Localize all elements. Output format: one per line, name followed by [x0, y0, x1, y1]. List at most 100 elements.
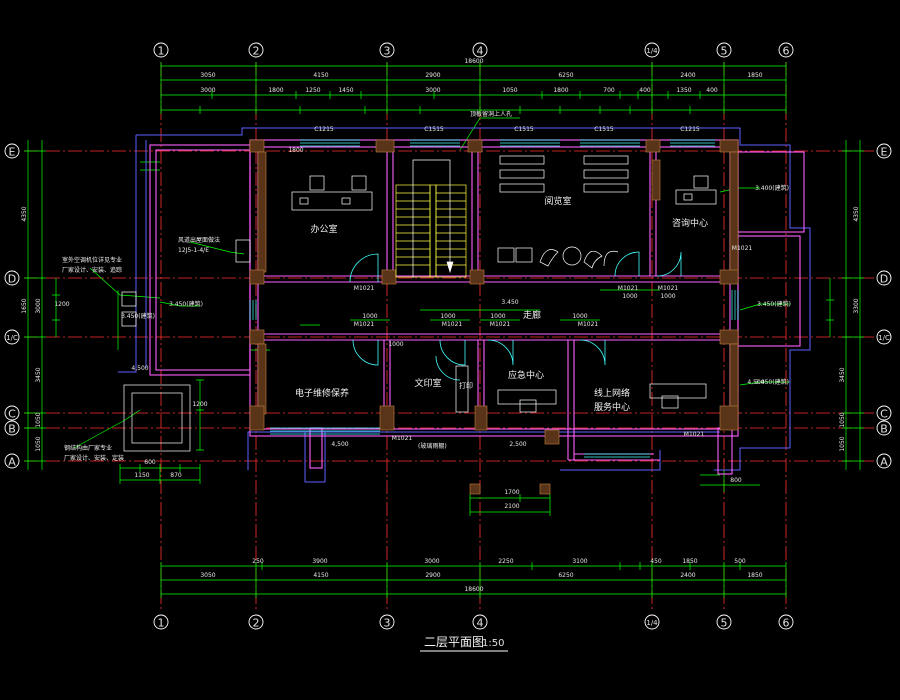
outer-outline [118, 127, 811, 483]
axis-label-right-D: D [880, 273, 888, 286]
elev-mark-3: 3.450(建筑) [755, 378, 789, 386]
room-network-line2: 服务中心 [594, 401, 630, 413]
axis-bubble-bot-3 [379, 614, 395, 630]
dim-top-sub-7: 700 [603, 87, 615, 94]
dim-bot-sub-5: 450 [650, 558, 662, 565]
dim-misc-10: 2,500 [509, 441, 526, 448]
furniture [121, 155, 717, 452]
dim-right-4: 1050 [839, 436, 846, 451]
axis-label-left-1/C: 1/C [6, 334, 18, 342]
drawing-title: 二层平面图 [424, 635, 484, 649]
note-ac-3a: 风道出屋面做法 [178, 236, 220, 244]
elev-mark-4: 3.450(建筑) [121, 312, 155, 320]
axis-label-bot-6: 6 [783, 617, 790, 630]
room-reading: 阅览室 [544, 195, 571, 207]
axis-label-top-4: 4 [477, 45, 484, 58]
dim-misc-7: 1000 [388, 341, 403, 348]
note-glass-tag: (玻璃雨棚) [418, 442, 447, 450]
door-tag-0: M1021 [354, 285, 375, 292]
door-tag-6: M1021 [578, 321, 599, 328]
dim-bot-sub-4: 3100 [572, 558, 587, 565]
axis-bubble-bot-4 [472, 614, 488, 630]
dim-top-sub-3: 1450 [338, 87, 353, 94]
dim-top-seg-4: 2400 [680, 72, 695, 79]
axis-bubble-left-B [4, 420, 20, 436]
dim-top-sub-1: 1800 [268, 87, 283, 94]
dim-bot-sub-6: 1850 [682, 558, 697, 565]
axis-label-bot-2: 2 [253, 617, 260, 630]
axis-bubble-top-1 [153, 42, 169, 58]
axis-label-right-E: E [881, 146, 888, 159]
dim-misc-8: 4,500 [331, 441, 348, 448]
dim-top-total: 18600 [464, 58, 483, 65]
axis-bubble-top-5 [716, 42, 732, 58]
room-emergency: 应急中心 [508, 369, 544, 381]
dim-right-0: 4350 [853, 206, 860, 221]
room-network-line1: 线上网络 [594, 387, 630, 399]
dim-misc-4: 1000 [572, 313, 587, 320]
dim-bot-sub-3: 2250 [498, 558, 513, 565]
axis-bubble-bot-1/4 [644, 614, 660, 630]
dim-left-3: 3450 [35, 367, 42, 382]
axis-label-bot-3: 3 [384, 617, 391, 630]
axis-bubble-top-1/4 [644, 42, 660, 58]
dim-misc-17: 1150 [134, 472, 149, 479]
elev-mark-2: 3.450(建筑) [757, 300, 791, 308]
dim-top-seg-3: 6250 [558, 72, 573, 79]
stairs [395, 184, 467, 278]
dim-top-seg-2: 2900 [425, 72, 440, 79]
axis-label-left-A: A [8, 456, 16, 469]
window-tag-3: C1515 [594, 126, 614, 133]
axis-bubble-right-A [876, 453, 892, 469]
door-tag-5: M1021 [490, 321, 511, 328]
dim-bot-sub-0: 250 [252, 558, 264, 565]
door-tag-8: M1021 [684, 431, 705, 438]
axis-label-bot-1/4: 1/4 [646, 619, 658, 627]
axis-bubble-top-3 [379, 42, 395, 58]
axis-label-left-C: C [8, 408, 16, 421]
axis-bubble-right-C [876, 405, 892, 421]
dim-top-sub-8: 400 [639, 87, 651, 94]
axis-label-top-6: 6 [783, 45, 790, 58]
wall-hatch [249, 139, 739, 495]
dim-bot-seg-1: 4150 [313, 572, 328, 579]
dim-top-sub-4: 3000 [425, 87, 440, 94]
axis-label-left-D: D [8, 273, 16, 286]
room-office: 办公室 [310, 223, 337, 235]
dim-left-5: 1050 [35, 436, 42, 451]
axis-label-left-E: E [9, 146, 16, 159]
elev-mark-1: 3.400(建筑) [755, 184, 789, 192]
dim-top-sub-0: 3000 [200, 87, 215, 94]
note-ac-2a: 钢结构由厂家专业 [64, 444, 112, 452]
axis-bubble-bot-5 [716, 614, 732, 630]
dim-right-1: 3300 [853, 298, 860, 313]
axis-bubble-right-1/C [876, 329, 892, 345]
axis-bubble-top-4 [472, 42, 488, 58]
door-tag-2: M1021 [658, 285, 679, 292]
axis-label-left-B: B [8, 423, 16, 436]
dim-misc-19: 800 [730, 477, 742, 484]
room-counsel: 咨询中心 [672, 217, 708, 229]
axis-bubble-bot-6 [778, 614, 794, 630]
room-corridor: 走廊 [523, 309, 541, 321]
dim-misc-0: 1800 [288, 147, 303, 154]
axis-label-bot-4: 4 [477, 617, 484, 630]
axis-bubble-bot-1 [153, 614, 169, 630]
drawing-scale: 1:50 [482, 638, 504, 649]
axis-bubble-left-E [4, 143, 20, 159]
dim-right-3: 1050 [839, 412, 846, 427]
dim-top-sub-10: 400 [706, 87, 718, 94]
door-tag-3: M1021 [354, 321, 375, 328]
axis-bubble-left-1/C [4, 329, 20, 345]
axis-bubble-top-2 [248, 42, 264, 58]
doors [349, 251, 682, 381]
note-ac-1a: 室外空调机位详见专业 [62, 256, 122, 264]
dim-top-seg-0: 3050 [200, 72, 215, 79]
axis-bubble-top-6 [778, 42, 794, 58]
dim-bot-seg-0: 3050 [200, 572, 215, 579]
axis-label-top-1: 1 [158, 45, 165, 58]
dim-bot-seg-2: 2900 [425, 572, 440, 579]
door-tag-7: M1021 [392, 435, 413, 442]
